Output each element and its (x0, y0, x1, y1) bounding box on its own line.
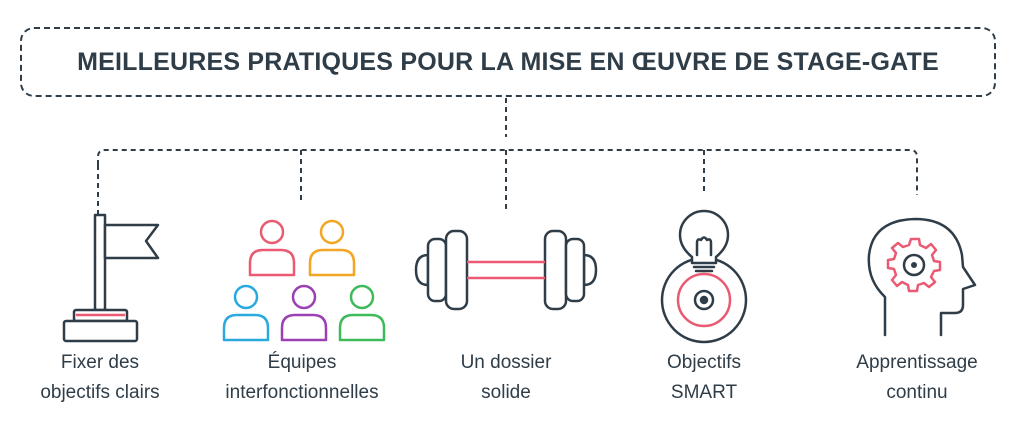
dumbbell-icon (414, 229, 598, 311)
connector-bus (97, 149, 918, 195)
team-icon (222, 219, 386, 342)
title-box: MEILLEURES PRATIQUES POUR LA MISE EN ŒUV… (20, 27, 996, 97)
practice-label-3: Un dossier solide (460, 352, 552, 403)
person-green (338, 284, 386, 342)
practice-label-4: Objectifs SMART (667, 352, 741, 403)
person-pink (248, 219, 296, 277)
flag-icon (62, 213, 160, 343)
person-orange (308, 219, 356, 277)
practice-label-1: Fixer des objectifs clairs (40, 352, 160, 403)
page-title: MEILLEURES PRATIQUES POUR LA MISE EN ŒUV… (77, 47, 939, 76)
head-gear-icon (867, 217, 977, 337)
practice-label-2: Équipes interfonctionnelles (225, 352, 379, 403)
practice-label-5: Apprentissage continu (856, 352, 978, 403)
lightbulb-target-icon (660, 209, 748, 344)
person-blue (222, 284, 270, 342)
person-purple (280, 284, 328, 342)
